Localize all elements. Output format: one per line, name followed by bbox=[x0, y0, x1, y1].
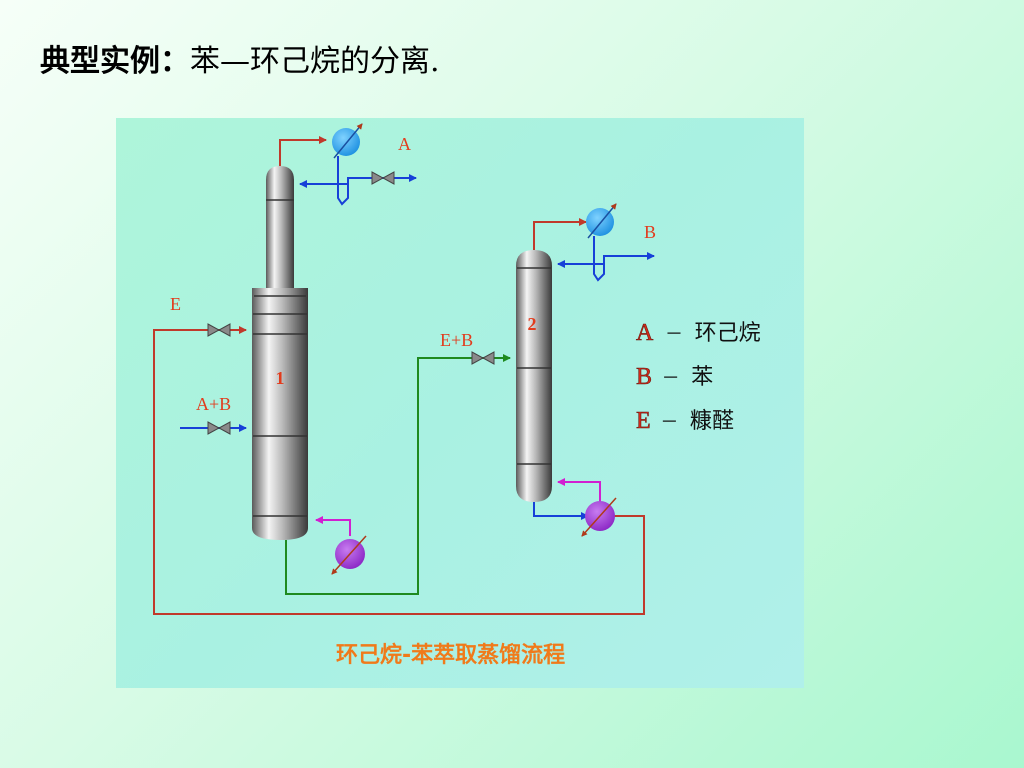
legend-key: E bbox=[636, 408, 651, 434]
legend: A － 环己烷 B － 苯 E － 糠醛 bbox=[636, 318, 761, 435]
legend-item: E － 糠醛 bbox=[636, 406, 734, 434]
legend-item: B － 苯 bbox=[636, 362, 713, 390]
column-1 bbox=[252, 166, 308, 540]
valve-solvent-e bbox=[207, 323, 231, 337]
reboiler-1 bbox=[331, 535, 367, 575]
condenser-2 bbox=[586, 203, 617, 239]
condenser-1 bbox=[332, 123, 363, 159]
diagram-caption: 环己烷-苯萃取蒸馏流程 bbox=[336, 642, 565, 668]
slide-title-prefix: 典型实例： bbox=[40, 44, 190, 79]
column-2 bbox=[516, 250, 552, 502]
reboil-vapor-1 bbox=[315, 516, 351, 536]
column-2-label: 2 bbox=[528, 314, 537, 334]
reflux-line-1 bbox=[337, 156, 406, 206]
slide-title-text: 苯—环己烷的分离. bbox=[190, 44, 440, 79]
legend-key: A bbox=[636, 320, 654, 346]
stream-eb-label: E+B bbox=[440, 330, 473, 350]
column-1-label: 1 bbox=[276, 368, 285, 388]
legend-key: B bbox=[636, 364, 652, 390]
reboiler-2 bbox=[581, 497, 617, 537]
stream-e-label: E bbox=[170, 294, 181, 314]
vapor-line-2 bbox=[533, 218, 587, 250]
process-flow-diagram: 1 2 A B E A+B E+B A － 环己烷 B － 苯 E － 糠醛 环… bbox=[153, 123, 761, 668]
stream-b-label: B bbox=[644, 222, 656, 242]
bottoms-line-1 bbox=[285, 354, 511, 595]
solvent-recycle-line bbox=[153, 326, 645, 615]
vapor-line-1 bbox=[279, 136, 327, 166]
legend-name: 苯 bbox=[691, 365, 713, 390]
legend-name: 糠醛 bbox=[690, 409, 734, 434]
feed-ab-label: A+B bbox=[196, 394, 231, 414]
reboil-vapor-2 bbox=[557, 478, 601, 504]
stream-a-label: A bbox=[398, 134, 411, 154]
reflux-line-2 bbox=[593, 236, 655, 282]
legend-item: A － 环己烷 bbox=[636, 318, 761, 346]
legend-name: 环己烷 bbox=[695, 321, 761, 346]
legend-sep: － bbox=[665, 324, 683, 345]
legend-sep: － bbox=[662, 368, 680, 389]
legend-sep: － bbox=[660, 412, 678, 433]
diagram-panel: 1 2 A B E A+B E+B A － 环己烷 B － 苯 E － 糠醛 环… bbox=[116, 118, 804, 688]
valve-feed-ab bbox=[207, 421, 231, 435]
slide-title: 典型实例：苯—环己烷的分离. bbox=[40, 36, 440, 80]
bottoms-line-2 bbox=[533, 502, 589, 520]
valve-product-a bbox=[371, 171, 395, 185]
valve-stream-eb bbox=[471, 351, 495, 365]
